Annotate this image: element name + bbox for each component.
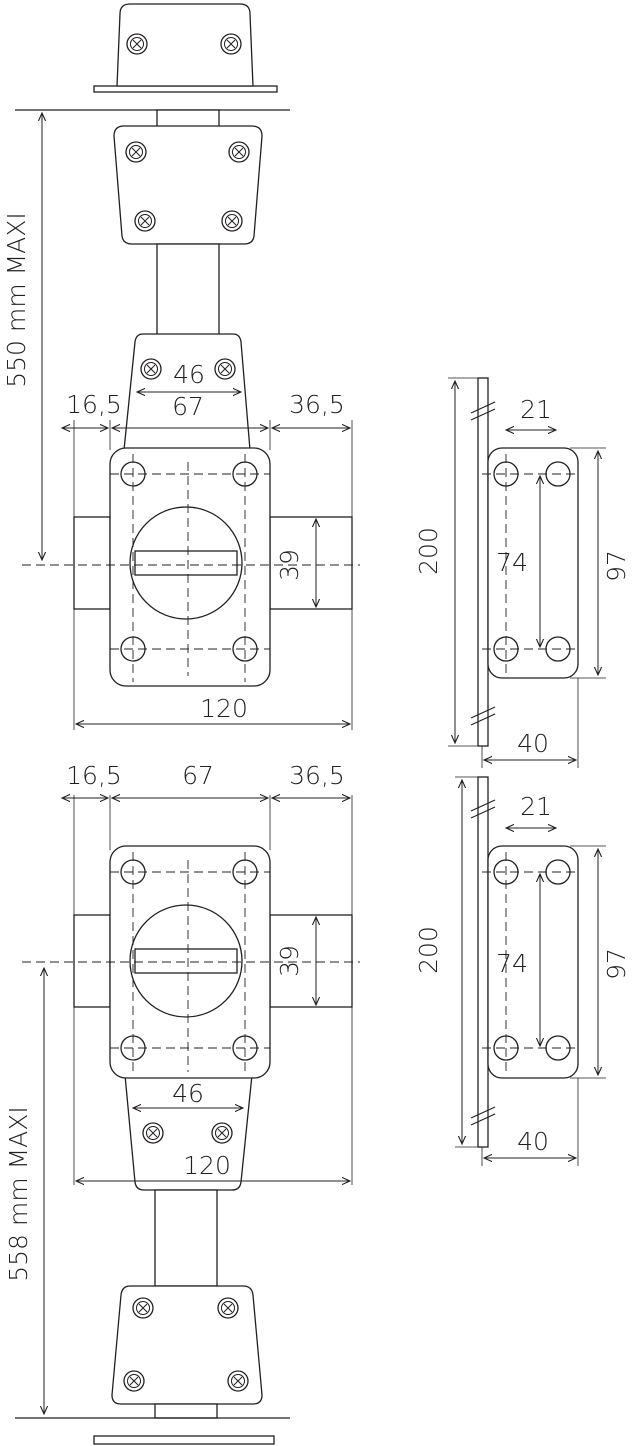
right-offset-label: 36,5 <box>289 390 345 419</box>
floor-keeper <box>93 1435 275 1445</box>
top-keeper <box>93 3 278 93</box>
lock-body <box>109 447 271 687</box>
bolt-height-label: 39 <box>275 945 304 977</box>
left-offset-label: 16,5 <box>66 761 122 790</box>
screw-spacing-label: 46 <box>172 1079 204 1108</box>
screw-icon <box>221 210 243 232</box>
hole-spacing-x-label: 21 <box>520 395 552 424</box>
top-lock-assembly: 550 mm MAXI 46 16,5 67 36,5 39 120 <box>2 3 360 730</box>
plate-height-label: 97 <box>602 948 631 980</box>
body-width-label: 67 <box>172 392 204 421</box>
left-block <box>73 516 111 610</box>
rod-length-label: 550 mm MAXI <box>2 212 31 388</box>
plate-height-label: 97 <box>602 550 631 582</box>
keyway-slot <box>134 948 238 974</box>
screw-icon <box>134 210 156 232</box>
strike-length-label: 200 <box>414 926 443 974</box>
overall-width-label: 120 <box>200 694 248 723</box>
hole-spacing-y-label: 74 <box>496 548 528 577</box>
rod-length-label: 558 mm MAXI <box>4 1106 33 1282</box>
left-block <box>73 914 111 1008</box>
bottom-lock-assembly: 16,5 67 36,5 <box>4 761 360 1445</box>
strike-width-label: 40 <box>517 729 549 758</box>
screw-icon <box>228 141 250 163</box>
overall-width-label: 120 <box>183 1151 231 1180</box>
upper-bracket <box>113 125 263 245</box>
right-block <box>269 516 353 610</box>
bottom-strike-plate: 200 21 74 97 40 <box>414 776 631 1166</box>
screw-icon <box>220 33 242 55</box>
hole-spacing-y-label: 74 <box>496 949 528 978</box>
bolt-height-label: 39 <box>275 549 304 581</box>
screw-icon <box>140 358 162 380</box>
screw-icon <box>132 1297 154 1319</box>
strike-width-label: 40 <box>517 1127 549 1156</box>
rod-guide <box>156 109 220 129</box>
screw-icon <box>126 33 148 55</box>
screw-icon <box>217 1297 239 1319</box>
keyway-slot <box>134 550 238 576</box>
hole-spacing-x-label: 21 <box>520 792 552 821</box>
screw-icon <box>125 141 147 163</box>
floor-bracket <box>111 1285 263 1405</box>
rod-guide <box>154 1403 218 1419</box>
left-offset-label: 16,5 <box>66 390 122 419</box>
screw-icon <box>227 1370 249 1392</box>
rod <box>154 1189 218 1287</box>
screw-icon <box>214 358 236 380</box>
rod <box>156 243 220 337</box>
screw-icon <box>211 1122 233 1144</box>
top-strike-plate: 200 21 74 97 40 <box>414 377 631 768</box>
strike-length-label: 200 <box>414 527 443 575</box>
body-width-label: 67 <box>182 761 214 790</box>
screw-spacing-label: 46 <box>173 360 205 389</box>
screw-icon <box>123 1370 145 1392</box>
screw-icon <box>142 1122 164 1144</box>
right-offset-label: 36,5 <box>289 761 345 790</box>
